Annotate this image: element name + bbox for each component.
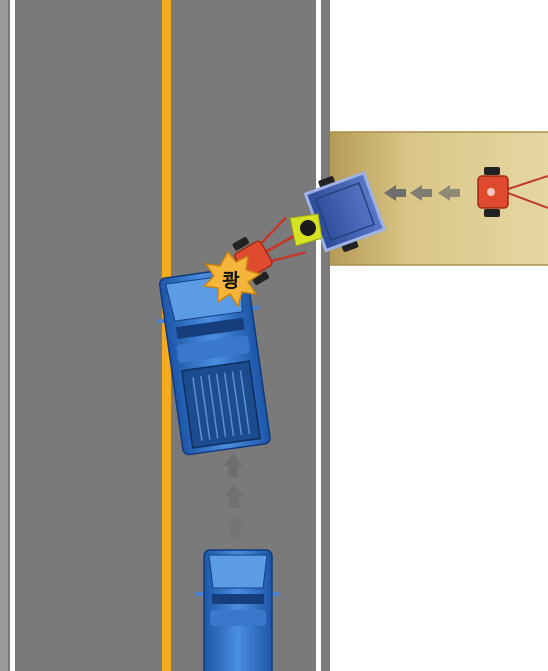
wheel	[484, 209, 500, 217]
road-shoulder-left	[0, 0, 8, 671]
truck-previous-position	[196, 550, 280, 671]
road-edge-line-left	[10, 0, 15, 671]
wheel	[484, 167, 500, 175]
road-edge-line-right	[316, 0, 321, 671]
impact-label: 쾅	[222, 270, 240, 292]
tractor-motion-arrows	[384, 185, 460, 201]
